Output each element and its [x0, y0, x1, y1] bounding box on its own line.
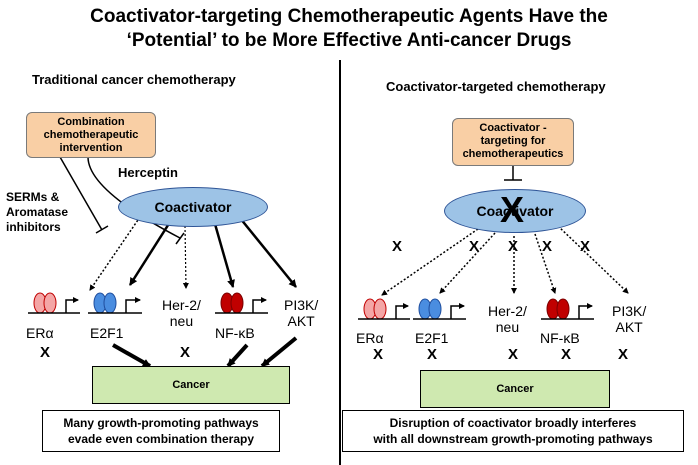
serms-inhibition-line	[59, 156, 103, 231]
page-title-line2: ‘Potential’ to be More Effective Anti-ca…	[126, 30, 572, 51]
x-mark-pi3k-path-right: X	[580, 238, 591, 255]
er-label-right: ERα	[356, 330, 384, 346]
nfkb-label-left: NF-κB	[215, 325, 255, 341]
x-mark-nfkb-right: X	[561, 346, 572, 363]
arrow-coact-er	[89, 216, 141, 291]
cancer-box-right: Cancer	[420, 370, 610, 408]
arrow-coact-pi3k	[239, 217, 297, 288]
er-receptor-icon-right	[358, 298, 410, 320]
x-mark-pi3k-right: X	[618, 346, 629, 363]
arrow-coact-e2f1	[128, 221, 172, 286]
herceptin-inhibition-line	[87, 156, 181, 239]
arrow-coact-nfkb	[213, 223, 235, 288]
left-heading: Traditional cancer chemotherapy	[32, 72, 236, 87]
pi3k-label-left: PI3K/ AKT	[284, 297, 319, 329]
er-receptor-icon-left	[28, 292, 80, 314]
e2f1-label-right: E2F1	[415, 330, 449, 346]
summary-note-right: Disruption of coactivator broadly interf…	[342, 410, 684, 452]
e2f1-receptor-icon-left	[88, 292, 142, 314]
summary-note-left: Many growth-promoting pathways evade eve…	[42, 410, 280, 452]
e2f1-label-left: E2F1	[90, 325, 124, 341]
coactivator-node-left: Coactivator	[118, 187, 268, 227]
er-label-left: ERα	[26, 325, 54, 341]
nfkb-receptor-icon-left	[215, 292, 268, 314]
x-mark-er-left: X	[40, 344, 51, 361]
her2-label-right: Her-2/ neu	[488, 303, 527, 335]
arrow-coact-her2	[182, 225, 189, 289]
herceptin-label: Herceptin	[118, 165, 178, 180]
pi3k-label-right: PI3K/ AKT	[612, 303, 647, 335]
arrow-coact-e2f1-right	[439, 232, 496, 294]
x-mark-e2f1-right: X	[427, 346, 438, 363]
arrow-nfkb-cancer	[226, 343, 249, 368]
x-mark-her2-left: X	[180, 344, 191, 361]
nfkb-receptor-icon-right	[541, 298, 594, 320]
her2-label-left: Her-2/ neu	[162, 297, 201, 329]
arrow-e2f1-cancer	[112, 343, 151, 368]
x-mark-e2f1-path-right: X	[469, 238, 480, 255]
right-heading: Coactivator-targeted chemotherapy	[386, 79, 606, 94]
page-title-line1: Coactivator-targeting Chemotherapeutic A…	[90, 6, 608, 27]
x-mark-nfkb-path-right: X	[542, 238, 553, 255]
arrow-coact-er-right	[381, 228, 479, 296]
x-mark-her2-right: X	[508, 346, 519, 363]
nfkb-label-right: NF-κB	[540, 330, 580, 346]
coactivator-node-right: Coactivator	[444, 189, 586, 233]
x-mark-her2-path-right: X	[508, 238, 519, 255]
arrow-coact-pi3k-right	[557, 225, 629, 294]
cancer-box-left: Cancer	[92, 366, 290, 404]
x-mark-er-path-right: X	[392, 238, 403, 255]
serms-label: SERMs & Aromatase inhibitors	[6, 190, 69, 234]
coactivator-targeting-box: Coactivator - targeting for chemotherape…	[452, 118, 574, 166]
big-x-icon: X	[500, 189, 525, 230]
arrow-pi3k-cancer	[260, 336, 298, 368]
e2f1-receptor-icon-right	[413, 298, 466, 320]
combination-therapy-box: Combination chemotherapeutic interventio…	[26, 112, 156, 158]
x-mark-er-right: X	[373, 346, 384, 363]
